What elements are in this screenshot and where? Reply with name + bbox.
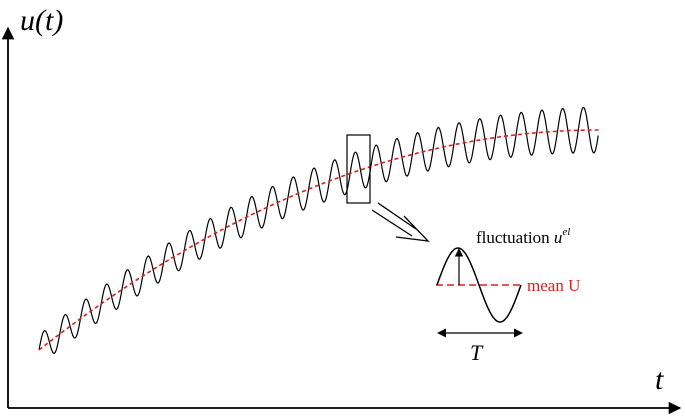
mean-label: mean U xyxy=(527,276,580,295)
zoom-box xyxy=(346,134,371,204)
inset-sine-wave xyxy=(436,247,522,323)
period-label: T xyxy=(470,340,484,365)
zoom-arrow xyxy=(371,202,430,242)
y-axis-label: u(t) xyxy=(20,4,63,37)
fluctuation-label: fluctuation uel xyxy=(476,226,570,247)
fluctuation-text: fluctuation xyxy=(476,228,554,247)
x-axis-label: t xyxy=(655,363,664,396)
fluctuation-symbol: u xyxy=(554,228,563,247)
inset-wave-group xyxy=(436,247,523,338)
fluctuation-superscript: el xyxy=(562,226,570,238)
mean-curve xyxy=(38,129,599,351)
